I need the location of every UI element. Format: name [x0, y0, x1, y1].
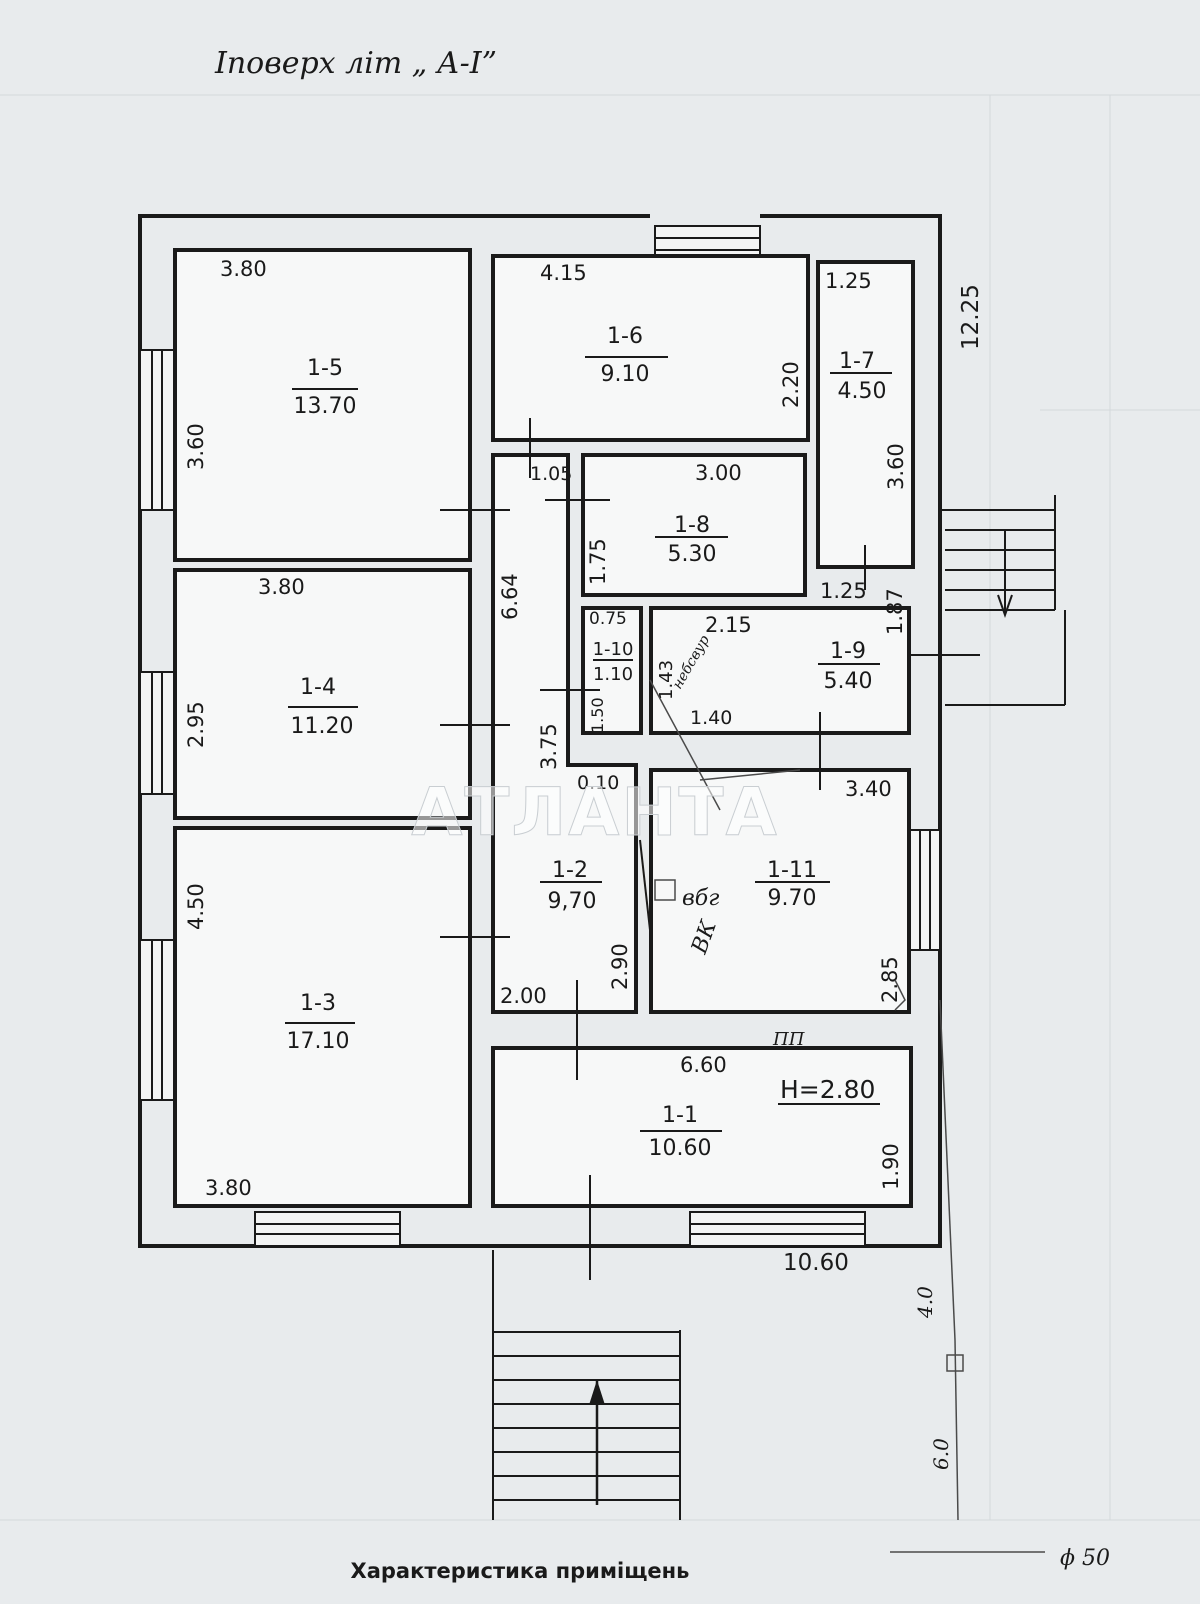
room-1-6: [491, 254, 810, 442]
survey-phi-50: ϕ 50: [1060, 1546, 1110, 1571]
bottom-windows: [254, 1211, 866, 1247]
dim-r2-width: 2.00: [500, 984, 547, 1008]
dim-r9-width-2: 1.25: [820, 579, 867, 603]
dim-r5-height: 3.60: [184, 423, 208, 470]
room-1-10: [581, 606, 643, 735]
dim-r4-height: 2.95: [184, 701, 208, 748]
dim-r8-height: 1.75: [586, 538, 610, 585]
note-pp: ПП: [772, 1029, 805, 1050]
side-stairs: [940, 495, 1066, 706]
dim-r7-width: 1.25: [825, 269, 872, 293]
dim-r6-width: 4.15: [540, 261, 587, 285]
dim-overall-height: 12.25: [958, 284, 984, 350]
dim-r9-height: 1.87: [883, 588, 907, 635]
room-area-1-6: 9.10: [601, 362, 650, 387]
dim-r10-width: 0.75: [589, 609, 627, 629]
room-1-7: [816, 260, 915, 569]
survey-labels: 4.0 6.0 ϕ 50: [913, 1286, 1110, 1571]
room-area-1-11: 9.70: [768, 886, 817, 911]
dim-r3-width: 3.80: [205, 1176, 252, 1200]
dim-r1-height: 1.90: [879, 1143, 903, 1190]
background-grid: [0, 94, 1200, 1521]
dim-r4-width: 3.80: [258, 575, 305, 599]
room-id-1-10: 1-10: [593, 639, 634, 660]
room-area-1-7: 4.50: [838, 379, 887, 404]
room-id-1-9: 1-9: [830, 639, 866, 664]
dim-r11-height: 2.85: [878, 956, 902, 1003]
room-id-1-3: 1-3: [300, 991, 336, 1016]
front-stairs: [492, 1250, 681, 1520]
survey-line: [890, 999, 1045, 1553]
dim-corridor-c: 3.75: [537, 723, 561, 770]
dim-r6-height: 2.20: [779, 361, 803, 408]
dim-r5-width: 3.80: [220, 257, 267, 281]
dim-corridor-e: 1.40: [690, 707, 732, 729]
dim-r7-height: 3.60: [884, 443, 908, 490]
ceiling-height-note: Н=2.80: [780, 1075, 875, 1104]
room-area-1-1: 10.60: [649, 1136, 712, 1161]
room-area-1-4: 11.20: [291, 714, 354, 739]
room-1-2: [491, 453, 638, 1014]
plan-title: Iповерх літ „ А-I”: [214, 46, 497, 81]
room-area-1-2: 9,70: [548, 889, 597, 914]
dim-r11-width: 3.40: [845, 777, 892, 801]
watermark-logo: АТЛАНТА: [411, 774, 778, 851]
dim-corridor-b: 6.64: [498, 573, 522, 620]
room-id-1-4: 1-4: [300, 675, 336, 700]
room-area-1-5: 13.70: [294, 394, 357, 419]
dim-r3-height: 4.50: [184, 883, 208, 930]
dim-r8-width: 3.00: [695, 461, 742, 485]
room-id-1-8: 1-8: [674, 513, 710, 538]
room-id-1-5: 1-5: [307, 356, 343, 381]
dim-r1-width: 6.60: [680, 1053, 727, 1077]
room-area-1-10: 1.10: [593, 664, 633, 685]
room-1-3: [173, 826, 472, 1208]
right-window: [909, 829, 941, 951]
dimension-labels: 3.80 3.60 3.80 2.95 4.50 3.80 4.15 2.20 …: [184, 257, 984, 1276]
room-id-1-11: 1-11: [767, 858, 817, 883]
footer-caption: Характеристика приміщень: [351, 1559, 690, 1583]
room-id-1-7: 1-7: [839, 349, 875, 374]
dim-r10-height: 1.43: [656, 660, 677, 700]
room-area-1-3: 17.10: [287, 1029, 350, 1054]
room-id-1-1: 1-1: [662, 1103, 698, 1128]
dim-corridor-d: 0.10: [577, 772, 619, 794]
room-id-1-6: 1-6: [607, 324, 643, 349]
room-1-1: [491, 1046, 913, 1208]
room-1-4: [173, 568, 472, 820]
room-area-1-9: 5.40: [824, 669, 873, 694]
dim-r10-height-2: 1.50: [588, 697, 607, 733]
survey-4-0: 4.0: [913, 1286, 937, 1319]
room-labels: 1-5 13.70 1-4 11.20 1-3 17.10 1-6 9.10 1…: [285, 324, 892, 1161]
room-id-1-2: 1-2: [552, 858, 588, 883]
door-marks: [440, 418, 980, 1280]
room-1-8: [581, 453, 807, 597]
dim-corridor-a: 1.05: [530, 463, 572, 485]
room-1-5: [173, 248, 472, 562]
room-1-9: [649, 606, 911, 735]
dim-r9-width: 2.15: [705, 613, 752, 637]
room-area-1-8: 5.30: [668, 542, 717, 567]
wall-gap-top: [650, 214, 760, 222]
survey-6-0: 6.0: [929, 1438, 953, 1470]
note-vbg: вбг: [682, 886, 719, 911]
left-windows: [139, 349, 175, 1101]
dim-r2-height: 2.90: [608, 943, 632, 990]
dim-overall-width: 10.60: [783, 1250, 849, 1276]
room-1-11: [649, 768, 911, 1014]
